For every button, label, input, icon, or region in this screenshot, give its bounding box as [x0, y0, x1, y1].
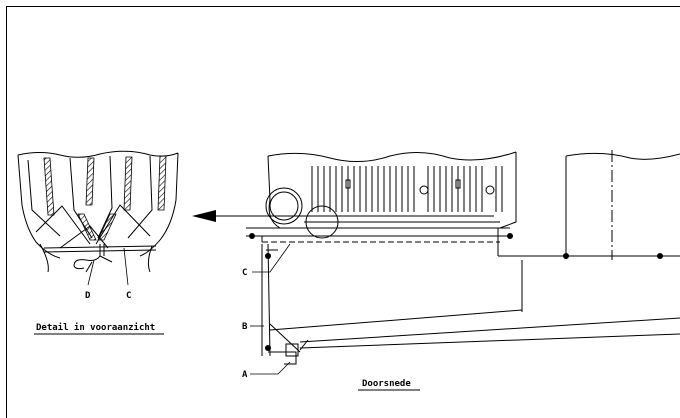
- detail-leaders: [87, 247, 129, 286]
- drawing-frame: [6, 6, 680, 418]
- section-view: [246, 151, 517, 243]
- radiator-fins: [311, 166, 503, 212]
- detail-arrow: [192, 210, 308, 222]
- detail-caption: Detail in vooraanzicht: [36, 322, 155, 333]
- bolts: [249, 233, 663, 351]
- radiator-holes: [345, 179, 495, 195]
- callout-b-section: B: [242, 322, 248, 332]
- section-leaders: [250, 243, 291, 375]
- callout-d-detail: D: [85, 291, 91, 301]
- detail-reference-circle: [305, 205, 339, 239]
- detail-front-view: [17, 150, 179, 273]
- callout-a-section: A: [242, 370, 248, 380]
- support-column: [497, 150, 680, 260]
- callout-c-detail: C: [126, 291, 131, 301]
- hanging-flap: [261, 243, 309, 365]
- detail-hatched-ribs: [43, 155, 167, 241]
- detail-cable-hook: [73, 244, 113, 273]
- base-profile: [269, 260, 680, 349]
- section-caption: Doorsnede: [362, 379, 411, 389]
- callout-c-section: C: [242, 268, 247, 278]
